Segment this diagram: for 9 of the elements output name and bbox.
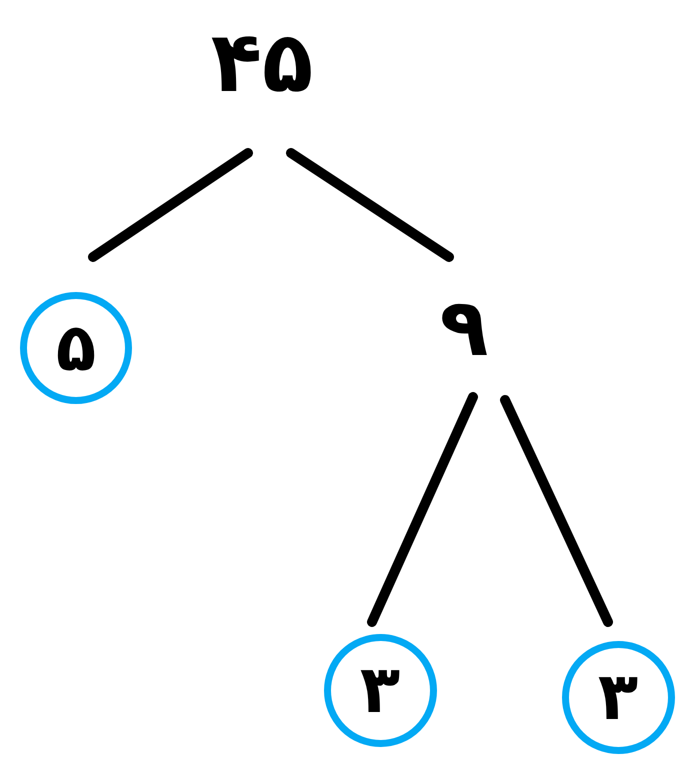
number-label: ۴۵ — [207, 17, 317, 107]
branch-line — [500, 395, 613, 627]
branch-line — [88, 148, 253, 262]
branch-line — [286, 148, 454, 262]
circled-number: ۳ — [562, 640, 674, 754]
branch-line — [367, 392, 478, 627]
circled-number: ۳ — [324, 634, 436, 746]
number-label: ۹ — [434, 286, 494, 370]
circled-number: ۵ — [20, 292, 132, 404]
